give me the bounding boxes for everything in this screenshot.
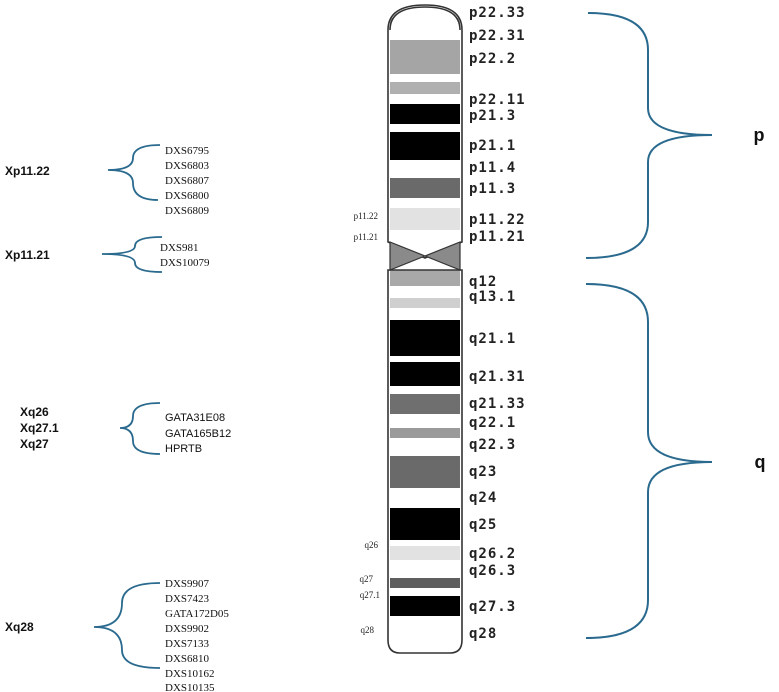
band-label-q21.31: q21.31 bbox=[469, 369, 526, 385]
region-label-xq28: Xq28 bbox=[5, 620, 34, 634]
markers-xq28: DXS9907 DXS7423 GATA172D05 DXS9902 DXS71… bbox=[165, 578, 229, 692]
marker-item: DXS6795 bbox=[165, 145, 210, 157]
xq28-brace bbox=[93, 582, 161, 669]
band-label-q21.33: q21.33 bbox=[469, 396, 526, 412]
band-label-p21.3: p21.3 bbox=[469, 108, 516, 124]
band-label-q12: q12 bbox=[469, 274, 497, 290]
region-label-xq27.1: Xq27.1 bbox=[20, 421, 59, 435]
marker-item: DXS6803 bbox=[165, 160, 210, 172]
markers-xp11-21: DXS981 DXS10079 bbox=[160, 242, 210, 269]
left-band-labels: p11.22 p11.21 q26 q27 q27.1 q28 bbox=[354, 211, 380, 635]
band-label-p11.21: p11.21 bbox=[469, 229, 526, 245]
marker-item: GATA172D05 bbox=[165, 608, 229, 620]
marker-item: DXS981 bbox=[160, 242, 199, 254]
band-label-p22.31: p22.31 bbox=[469, 28, 526, 44]
marker-item: GATA165B12 bbox=[165, 428, 231, 440]
region-braces bbox=[93, 144, 163, 669]
chromosome-p-arm bbox=[387, 4, 463, 259]
xp11-21-brace bbox=[101, 236, 163, 273]
markers-xp11-22: DXS6795 DXS6803 DXS6807 DXS6800 DXS6809 bbox=[165, 145, 210, 217]
marker-item: DXS6807 bbox=[165, 175, 210, 187]
chromosome-q-arm bbox=[387, 269, 463, 654]
marker-item: DXS10135 bbox=[165, 682, 215, 692]
band-label-q27.3: q27.3 bbox=[469, 599, 516, 615]
marker-item: DXS7423 bbox=[165, 593, 210, 605]
p-arm-brace bbox=[585, 12, 713, 259]
band-label-p22.2: p22.2 bbox=[469, 51, 516, 67]
marker-item: GATA31E08 bbox=[165, 412, 225, 424]
marker-item: DXS7133 bbox=[165, 638, 210, 650]
band-label-p22.11: p22.11 bbox=[469, 92, 526, 108]
arm-braces bbox=[585, 12, 713, 639]
band-label-p11.3: p11.3 bbox=[469, 181, 516, 197]
left-label-q28: q28 bbox=[361, 625, 375, 635]
band-label-q26.3: q26.3 bbox=[469, 563, 516, 579]
left-label-q27: q27 bbox=[360, 574, 374, 584]
right-band-labels: p22.33 p22.31 p22.2 p22.11 p21.3 p21.1 p… bbox=[469, 5, 526, 642]
band-label-p11.4: p11.4 bbox=[469, 160, 516, 176]
band-label-q13.1: q13.1 bbox=[469, 289, 516, 305]
marker-item: DXS10079 bbox=[160, 257, 210, 269]
marker-item: DXS10162 bbox=[165, 668, 215, 680]
q-arm-label: q bbox=[755, 452, 766, 472]
left-label-p11.21: p11.21 bbox=[354, 232, 378, 242]
left-label-q27.1: q27.1 bbox=[360, 590, 380, 600]
band-label-q23: q23 bbox=[469, 464, 497, 480]
band-label-p22.33: p22.33 bbox=[469, 5, 526, 21]
band-label-q25: q25 bbox=[469, 517, 497, 533]
markers-xq26-27: GATA31E08 GATA165B12 HPRTB bbox=[165, 412, 231, 455]
left-label-q26: q26 bbox=[365, 540, 379, 550]
marker-item: DXS6810 bbox=[165, 653, 210, 665]
xq26-27-brace bbox=[119, 402, 161, 455]
band-label-q22.3: q22.3 bbox=[469, 437, 516, 453]
left-label-p11.22: p11.22 bbox=[354, 211, 378, 221]
band-label-q28: q28 bbox=[469, 626, 497, 642]
marker-item: DXS6800 bbox=[165, 190, 210, 202]
band-label-q21.1: q21.1 bbox=[469, 331, 516, 347]
region-label-xp11.21: Xp11.21 bbox=[5, 248, 50, 262]
band-label-p21.1: p21.1 bbox=[469, 138, 516, 154]
region-label-xp11.22: Xp11.22 bbox=[5, 164, 50, 178]
marker-item: HPRTB bbox=[165, 443, 202, 455]
region-label-xq27: Xq27 bbox=[20, 437, 49, 451]
marker-item: DXS6809 bbox=[165, 205, 210, 217]
marker-item: DXS9902 bbox=[165, 623, 209, 635]
p-arm-label: p bbox=[754, 125, 765, 145]
region-label-xq26: Xq26 bbox=[20, 405, 49, 419]
band-label-q24: q24 bbox=[469, 490, 497, 506]
band-label-q22.1: q22.1 bbox=[469, 415, 516, 431]
marker-item: DXS9907 bbox=[165, 578, 210, 590]
q-arm-brace bbox=[585, 283, 713, 639]
band-label-q26.2: q26.2 bbox=[469, 546, 516, 562]
band-label-p11.22: p11.22 bbox=[469, 212, 526, 228]
xp11-22-brace bbox=[107, 144, 161, 201]
centromere bbox=[389, 241, 461, 271]
